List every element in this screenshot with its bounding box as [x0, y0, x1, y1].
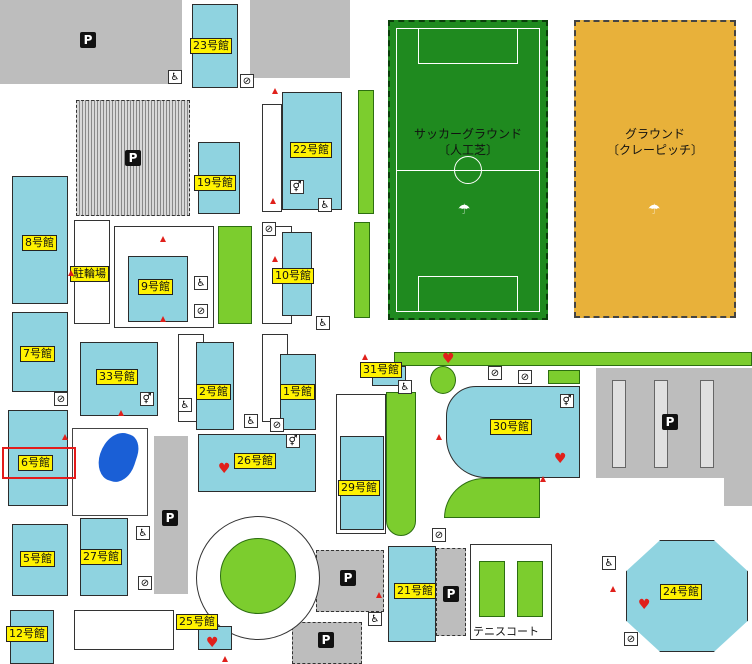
wheelchair-icon: ♿: [178, 398, 192, 412]
entrance-marker: [540, 476, 546, 482]
parking-icon: P: [340, 570, 356, 586]
soccer-field: サッカーグラウンド 〔人工芝〕 ☂: [388, 20, 548, 320]
restroom-icon: ⚥: [286, 434, 300, 448]
building-30-label[interactable]: 30号館: [490, 419, 532, 435]
no-smoking-icon: ⊘: [138, 576, 152, 590]
building-1-label[interactable]: 1号館: [280, 384, 315, 400]
wheelchair-icon: ♿: [136, 526, 150, 540]
entrance-marker: [222, 656, 228, 662]
parking-icon: P: [318, 632, 334, 648]
building-24: [626, 540, 748, 652]
building-31-label[interactable]: 31号館: [360, 362, 402, 378]
entrance-marker: [272, 256, 278, 262]
wheelchair-icon: ♿: [602, 556, 616, 570]
parking-icon: P: [162, 510, 178, 526]
aed-heart-icon: ♥: [554, 451, 567, 467]
parking-icon: P: [443, 586, 459, 602]
building-8-label[interactable]: 8号館: [22, 235, 57, 251]
entrance-marker: [376, 592, 382, 598]
entrance-marker: [610, 586, 616, 592]
entrance-marker: [436, 434, 442, 440]
parking-lot-top: [250, 0, 350, 78]
entrance-marker: [118, 410, 124, 416]
highlight-marker: [2, 447, 76, 479]
green-area: [218, 226, 252, 324]
building-2-label[interactable]: 2号館: [196, 384, 231, 400]
no-smoking-icon: ⊘: [270, 418, 284, 432]
clay-ground-name: グラウンド: [624, 127, 685, 141]
building-24-label[interactable]: 24号館: [660, 584, 702, 600]
entrance-marker: [272, 88, 278, 94]
aed-heart-icon: ♥: [638, 597, 651, 613]
soccer-field-name: サッカーグラウンド: [413, 127, 522, 141]
soccer-field-type: 〔人工芝〕: [437, 143, 498, 157]
water-fountain-icon: ☂: [648, 202, 661, 218]
water-fountain-icon: ☂: [458, 202, 471, 218]
no-smoking-icon: ⊘: [432, 528, 446, 542]
building-26-label[interactable]: 26号館: [234, 453, 276, 469]
wheelchair-icon: ♿: [368, 612, 382, 626]
aed-heart-icon: ♥: [442, 351, 455, 367]
wheelchair-icon: ♿: [398, 380, 412, 394]
building-6-label[interactable]: 6号館: [18, 455, 53, 471]
building-9-label[interactable]: 9号館: [138, 279, 173, 295]
building-25-label[interactable]: 25号館: [176, 614, 218, 630]
no-smoking-icon: ⊘: [624, 632, 638, 646]
no-smoking-icon: ⊘: [54, 392, 68, 406]
entrance-marker: [270, 198, 276, 204]
entrance-marker: [62, 434, 68, 440]
building-5-label[interactable]: 5号館: [20, 551, 55, 567]
restroom-icon: ⚥: [290, 180, 304, 194]
entrance-marker: [160, 316, 166, 322]
no-smoking-icon: ⊘: [240, 74, 254, 88]
building-29-label[interactable]: 29号館: [338, 480, 380, 496]
entrance-marker: [362, 354, 368, 360]
parking-icon: P: [662, 414, 678, 430]
no-smoking-icon: ⊘: [262, 222, 276, 236]
wheelchair-icon: ♿: [318, 198, 332, 212]
wheelchair-icon: ♿: [316, 316, 330, 330]
wheelchair-icon: ♿: [194, 276, 208, 290]
entrance-marker: [160, 236, 166, 242]
building-23-label[interactable]: 23号館: [190, 38, 232, 54]
no-smoking-icon: ⊘: [194, 304, 208, 318]
tennis-court: テニスコート: [470, 544, 552, 640]
no-smoking-icon: ⊘: [488, 366, 502, 380]
parking-icon: P: [125, 150, 141, 166]
wheelchair-icon: ♿: [244, 414, 258, 428]
building-10-label[interactable]: 10号館: [272, 268, 314, 284]
entrance-marker: [68, 270, 74, 276]
wheelchair-icon: ♿: [168, 70, 182, 84]
building-7-label[interactable]: 7号館: [20, 346, 55, 362]
building-21-label[interactable]: 21号館: [394, 583, 436, 599]
building-12-label[interactable]: 12号館: [6, 626, 48, 642]
building-27-label[interactable]: 27号館: [80, 549, 122, 565]
building-33-label[interactable]: 33号館: [96, 369, 138, 385]
building-22-label[interactable]: 22号館: [290, 142, 332, 158]
clay-ground-type: 〔クレーピッチ〕: [606, 143, 703, 157]
bike-parking-label[interactable]: 駐輪場: [70, 266, 109, 282]
clay-ground: グラウンド 〔クレーピッチ〕 ☂: [574, 20, 736, 318]
restroom-icon: ⚥: [560, 394, 574, 408]
aed-heart-icon: ♥: [218, 461, 231, 477]
building-19-label[interactable]: 19号館: [194, 175, 236, 191]
no-smoking-icon: ⊘: [518, 370, 532, 384]
aed-heart-icon: ♥: [206, 635, 219, 651]
parking-icon: P: [80, 32, 96, 48]
restroom-icon: ⚥: [140, 392, 154, 406]
tennis-court-label: テニスコート: [473, 625, 539, 638]
